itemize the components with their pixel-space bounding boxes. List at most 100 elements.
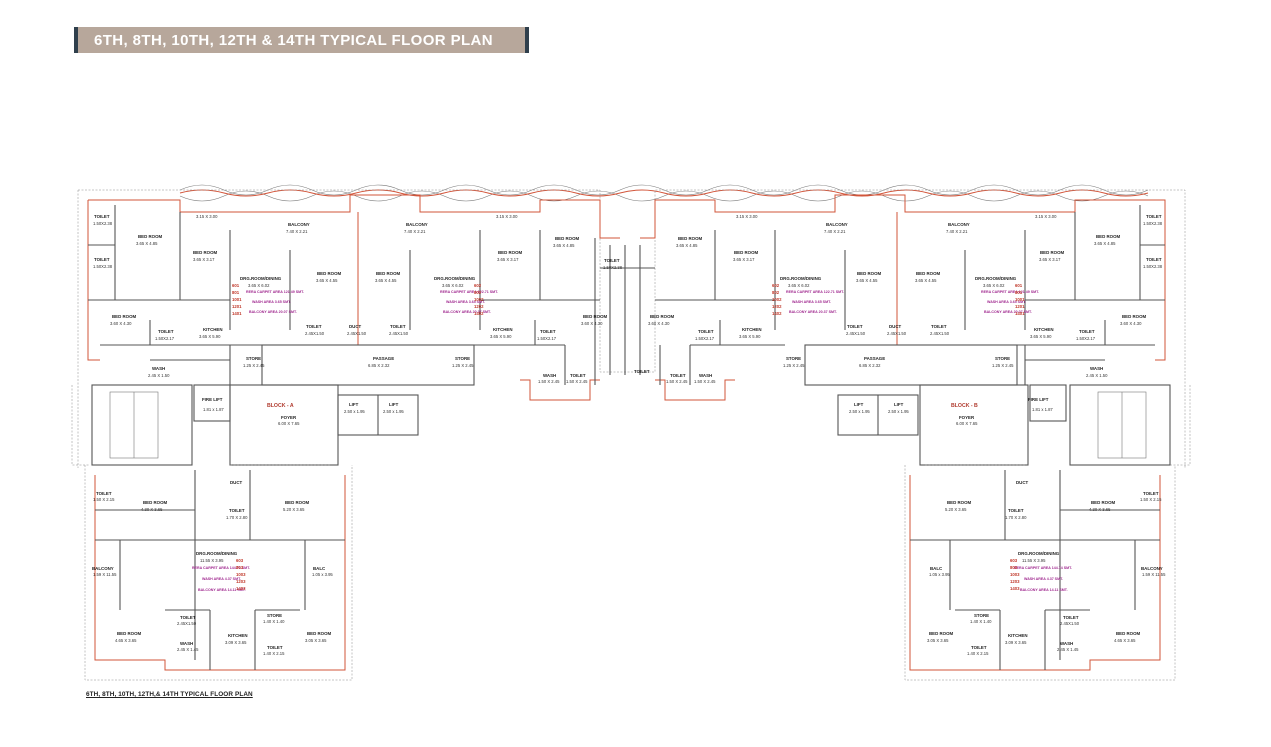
- outer-envelope: [71, 189, 1191, 681]
- kitchen-dim: 3.65 X 5.90: [490, 334, 512, 339]
- toilet-label: TOILET: [1146, 257, 1162, 262]
- bed-room-dim: 4.30 X 3.65: [1089, 507, 1111, 512]
- wash-label: WASH: [699, 373, 712, 378]
- toilet-label: TOILET: [180, 615, 196, 620]
- kitchen-label: KITCHEN: [742, 327, 762, 332]
- toilet-dim: 1.40 X 2.15: [967, 651, 989, 656]
- unit-number: 1403: [236, 586, 246, 591]
- toilet-dim: 1.50X2.17: [695, 336, 715, 341]
- toilet-dim: 2.45X1.50: [930, 331, 950, 336]
- bed-room-label: BED ROOM: [1040, 250, 1064, 255]
- store-label: STORE: [786, 356, 801, 361]
- bed-room-label: BED ROOM: [947, 500, 971, 505]
- bed-room-dim: 3.60 X 4.30: [110, 321, 132, 326]
- drg-room-dim: 3.65 X 6.02: [442, 283, 464, 288]
- store-dim: 1.40 X 1.40: [263, 619, 285, 624]
- unit-number: 602: [474, 283, 482, 288]
- balcony-dim: 7.40 X 2.21: [946, 229, 968, 234]
- kitchen-label: KITCHEN: [228, 633, 248, 638]
- lift-dim: 2.50 x 1.95: [344, 409, 365, 414]
- unit-number: 602: [772, 283, 780, 288]
- toilet-label: TOILET: [158, 329, 174, 334]
- bed-room-label: BED ROOM: [285, 500, 309, 505]
- bed-room-dim: 3.65 X 4.55: [316, 278, 338, 283]
- balcony-area: BALCONY AREA 14.11 SMT.: [1020, 588, 1068, 592]
- toilet-dim: 1.50X2.17: [1076, 336, 1096, 341]
- core-block-b: [837, 384, 1171, 670]
- kitchen-label: KITCHEN: [493, 327, 513, 332]
- store-dim: 1.25 X 2.45: [452, 363, 474, 368]
- toilet-dim: 2.45X1.50: [389, 331, 409, 336]
- bed-room-label: BED ROOM: [117, 631, 141, 636]
- toilet-label: TOILET: [931, 324, 947, 329]
- balcony-label: BALCONY: [406, 222, 428, 227]
- roof-wave-lines: [179, 184, 1149, 202]
- duct-dim: 2.45X1.50: [887, 331, 907, 336]
- drg-room-label: DRG.ROOM/DINING: [780, 276, 822, 281]
- bed-room-dim: 3.65 X 4.55: [375, 278, 397, 283]
- bed-room-label: BED ROOM: [498, 250, 522, 255]
- toilet-dim: 2.45X1.50: [1060, 621, 1080, 626]
- drg-room-label: DRG.ROOM/DINING: [434, 276, 476, 281]
- toilet-label: TOILET: [1143, 491, 1159, 496]
- toilet-label: TOILET: [1008, 508, 1024, 513]
- bed-room-label: BED ROOM: [317, 271, 341, 276]
- bed-room-label: BED ROOM: [678, 236, 702, 241]
- toilet-dim: 1.50 X 2.45: [566, 379, 588, 384]
- bed-room-dim: 3.65 X 4.85: [1094, 241, 1116, 246]
- bed-room-dim: 3.65 X 4.85: [676, 243, 698, 248]
- toilet-label: TOILET: [94, 214, 110, 219]
- foyer-dim: 6.00 X 7.65: [956, 421, 978, 426]
- toilet-label: TOILET: [847, 324, 863, 329]
- bed-room-dim: 3.65 X 4.85: [553, 243, 575, 248]
- bed-room-label: BED ROOM: [1096, 234, 1120, 239]
- bed-room-label: BED ROOM: [138, 234, 162, 239]
- unit-number: 1003: [1010, 572, 1020, 577]
- bed-room-dim: 3.65 X 3.17: [193, 257, 215, 262]
- drg-room-label: DRG.ROOM/DINING: [975, 276, 1017, 281]
- core-block-a: [91, 384, 419, 670]
- balcony-dim: 7.40 X 2.21: [286, 229, 308, 234]
- bed-room-dim: 3.60 X 4.30: [648, 321, 670, 326]
- bed-room-label: BED ROOM: [555, 236, 579, 241]
- kitchen-dim: 3.09 X 3.65: [1005, 640, 1027, 645]
- bed-room-dim: 3.60 X 4.30: [1120, 321, 1142, 326]
- bed-room-dim: 5.20 X 3.65: [283, 507, 305, 512]
- toilet-label: TOILET: [390, 324, 406, 329]
- wash-label: WASH: [152, 366, 165, 371]
- toilet-dim: 1.50X2.38: [93, 264, 113, 269]
- wash-dim: 1.50 X 2.45: [538, 379, 560, 384]
- bed-room-dim: 3.05 X 3.65: [305, 638, 327, 643]
- toilet-label: TOILET: [971, 645, 987, 650]
- unit-number: 1001: [232, 297, 242, 302]
- toilet-label: TOILET: [570, 373, 586, 378]
- duct-label: DUCT: [349, 324, 362, 329]
- unit-number: 802: [474, 290, 482, 295]
- toilet-label: TOILET: [1079, 329, 1095, 334]
- kitchen-dim: 3.65 X 5.90: [199, 334, 221, 339]
- bed-room-label: BED ROOM: [650, 314, 674, 319]
- toilet-dim: 1.50X2.38: [93, 221, 113, 226]
- unit-number: 801: [232, 290, 240, 295]
- duct-dim: 2.45X1.50: [347, 331, 367, 336]
- bed-room-label: BED ROOM: [857, 271, 881, 276]
- kitchen-dim: 3.65 X 5.90: [739, 334, 761, 339]
- wash-area: WASH AREA 4.37 SMT.: [1024, 577, 1063, 581]
- balcony-area: BALCONY AREA 20.37 SMT.: [443, 310, 491, 314]
- balcony-area: BALCONY AREA 14.11 SMT.: [198, 588, 246, 592]
- balcony-dim: 7.40 X 2.21: [404, 229, 426, 234]
- toilet-dim: 1.50X2.17: [155, 336, 175, 341]
- core-labels: BLOCK - A FOYER 6.00 X 7.65 FIRE LIFT 1.…: [202, 397, 1053, 426]
- rera-area: RERA CARPET AREA 144.74 SMT.: [192, 566, 250, 570]
- drg-room-label: DRG.ROOM/DINING: [196, 551, 238, 556]
- toilet-dim: 1.50X2.38: [603, 265, 623, 270]
- lift-dim: 2.50 x 1.95: [849, 409, 870, 414]
- balcony-area: BALCONY AREA 20.37 SMT.: [789, 310, 837, 314]
- foyer-label: FOYER: [281, 415, 297, 420]
- walls-block-a-upper: [88, 205, 655, 386]
- toilet-label: TOILET: [267, 645, 283, 650]
- passage-label: PASSAGE: [864, 356, 885, 361]
- toilet-label: TOILET: [96, 491, 112, 496]
- wash-label: WASH: [1090, 366, 1103, 371]
- foyer-label: FOYER: [959, 415, 975, 420]
